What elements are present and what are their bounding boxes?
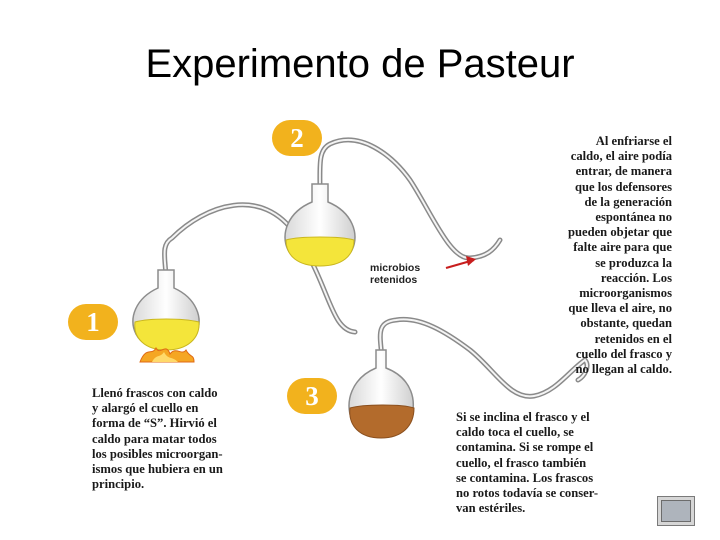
step-1-badge: 1 [68,304,118,340]
step-2-text: Al enfriarse el caldo, el aire podía ent… [567,134,672,377]
flask-1 [132,202,358,363]
broth-contaminated-3 [349,404,415,439]
microbes-label: microbios retenidos [370,262,421,286]
nav-button-face [661,500,691,522]
flask-illustrations [132,137,590,439]
microbes-arrow-icon [445,256,476,270]
flask-3 [348,316,590,439]
flask-2 [284,137,503,267]
page-title: Experimento de Pasteur [145,42,575,86]
broth-fresh-1 [134,318,200,351]
broth-fresh-2 [285,236,355,267]
step-3-badge: 3 [287,378,337,414]
step-2-badge: 2 [272,120,322,156]
step-3-text: Si se inclina el frasco y el caldo toca … [456,410,599,516]
navigation-button-icon[interactable] [657,496,695,526]
pasteur-diagram: 1 2 3 microbios retenidos Al enfriarse e… [0,110,720,540]
flame-icon [139,346,195,363]
step-1-text: Llenó frascos con caldo y alargó el cuel… [92,386,223,492]
